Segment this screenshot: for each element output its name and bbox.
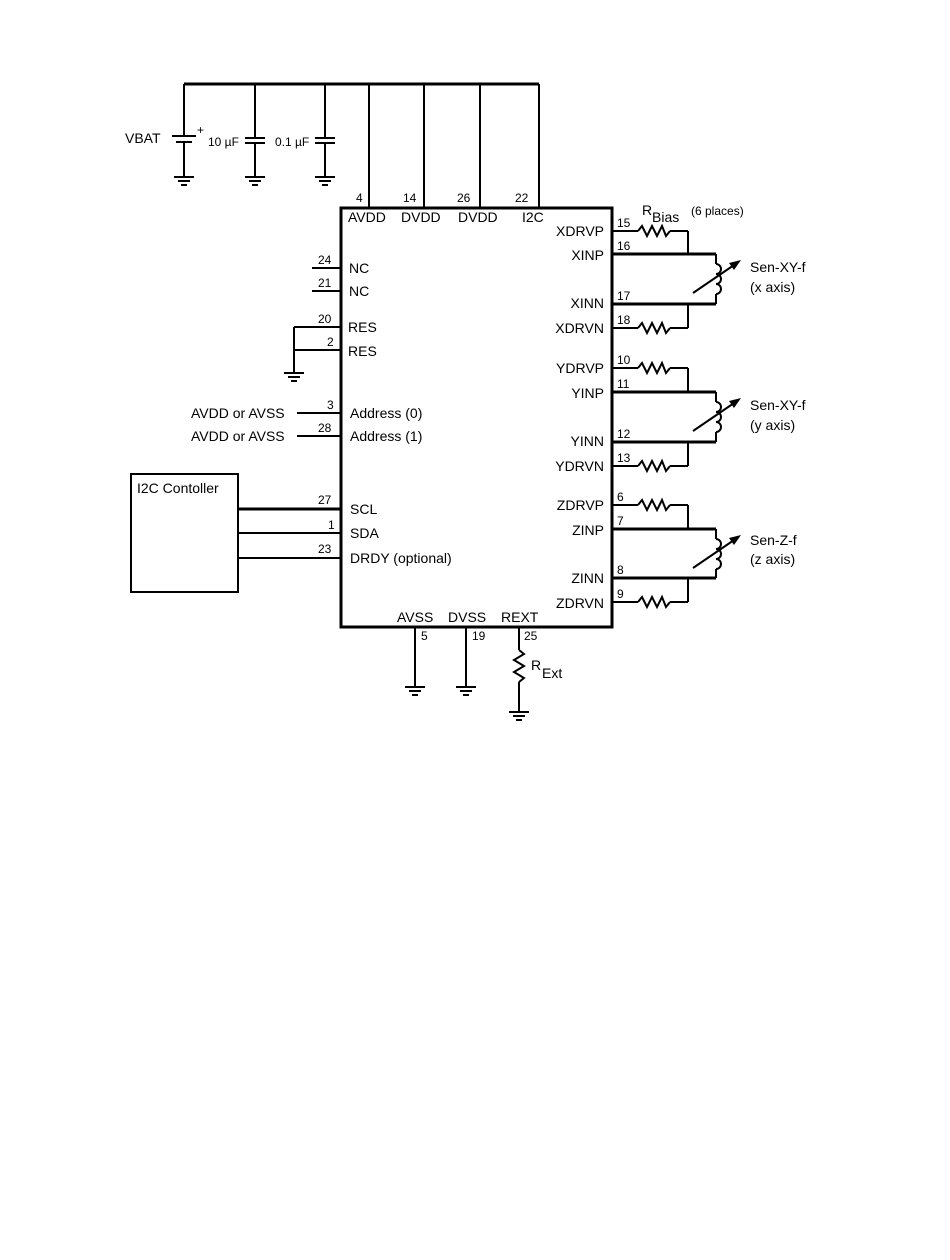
- pin-number: 28: [318, 421, 332, 435]
- sensor-name: Sen-Z-f: [750, 532, 797, 548]
- pin-number: 3: [327, 398, 334, 412]
- sensor-axis: (x axis): [750, 279, 795, 295]
- supply-network: VBAT + 10 µF 0.1 µF: [125, 82, 540, 208]
- pin-number: 6: [617, 490, 624, 504]
- pin-name: YINN: [571, 433, 604, 449]
- pin-number: 13: [617, 451, 631, 465]
- pin-name: DVDD: [401, 209, 441, 225]
- i2c-controller-box: [130, 473, 239, 593]
- pin-name: Address (1): [350, 428, 422, 444]
- pin-name: ZDRVP: [557, 497, 604, 513]
- pin-name: XINP: [571, 247, 604, 263]
- pin-number: 22: [515, 191, 529, 205]
- address-tie-label: AVDD or AVSS: [191, 405, 285, 421]
- rext-r: R: [531, 657, 541, 673]
- pin-number: 17: [617, 289, 631, 303]
- ic-body: [339, 206, 614, 629]
- ground-icon: [405, 686, 425, 696]
- sensor-axis: (z axis): [750, 551, 795, 567]
- i2c-controller-label: I2C Contoller: [137, 480, 219, 496]
- ground-icon: [456, 686, 476, 696]
- pin-number: 8: [617, 563, 624, 577]
- pin-number: 1: [328, 518, 335, 532]
- pin-number: 23: [318, 542, 332, 556]
- plus-label: +: [197, 123, 204, 137]
- sensor-name: Sen-XY-f: [750, 259, 806, 275]
- top-pins: 4 14 26 22 AVDD DVDD DVDD I2C: [348, 191, 544, 225]
- pin-name: ZINP: [572, 522, 604, 538]
- pin-name: YDRVN: [555, 458, 604, 474]
- pin-name: DVDD: [458, 209, 498, 225]
- pin-number: 16: [617, 239, 631, 253]
- z-axis-bridge: 6 7 8 9 ZDRVP ZINP ZINN ZDRVN Sen-Z-f (z…: [556, 490, 797, 611]
- pin-name: NC: [349, 260, 369, 276]
- pin-number: 21: [318, 276, 332, 290]
- pin-name: I2C: [522, 209, 544, 225]
- vbat-label: VBAT: [125, 130, 161, 146]
- ground-icon: [245, 176, 265, 186]
- pin-name: AVDD: [348, 209, 386, 225]
- pin-number: 11: [617, 377, 630, 391]
- address-tie-label: AVDD or AVSS: [191, 428, 285, 444]
- pin-name: DVSS: [448, 609, 486, 625]
- pin-name: AVSS: [397, 609, 433, 625]
- left-pins: 24 21 NC NC 20 2 RES RES AVDD or AVSS AV…: [191, 253, 452, 566]
- y-axis-bridge: 10 11 12 13 YDRVP YINP YINN YDRVN Sen-XY…: [555, 353, 805, 474]
- pin-number: 10: [617, 353, 631, 367]
- pin-name: YINP: [571, 385, 604, 401]
- pin-number: 19: [472, 629, 486, 643]
- pin-number: 15: [617, 216, 631, 230]
- pin-number: 9: [617, 587, 624, 601]
- pin-name: NC: [349, 283, 369, 299]
- ground-icon: [174, 176, 194, 186]
- ground-icon: [315, 176, 335, 186]
- pin-name: YDRVP: [556, 360, 604, 376]
- pin-name: Address (0): [350, 405, 422, 421]
- pin-name: SCL: [350, 501, 377, 517]
- pin-name: REXT: [501, 609, 539, 625]
- rext-sub: Ext: [542, 665, 562, 681]
- pin-number: 20: [318, 312, 332, 326]
- pin-number: 4: [356, 191, 363, 205]
- ground-icon: [284, 372, 304, 382]
- pin-name: XDRVN: [555, 320, 604, 336]
- pin-name: DRDY (optional): [350, 550, 452, 566]
- pin-number: 5: [421, 629, 428, 643]
- rbias-label-group: R Bias (6 places): [642, 202, 744, 225]
- pin-name: ZDRVN: [556, 595, 604, 611]
- pin-number: 2: [327, 335, 334, 349]
- pin-number: 18: [617, 313, 631, 327]
- pin-name: ZINN: [571, 570, 604, 586]
- rbias-note: (6 places): [691, 204, 744, 218]
- bottom-pins: AVSS DVSS REXT 5 19 25 R Ext: [397, 609, 562, 721]
- ground-icon: [509, 711, 529, 721]
- pin-name: RES: [348, 319, 377, 335]
- sensor-name: Sen-XY-f: [750, 397, 806, 413]
- pin-name: RES: [348, 343, 377, 359]
- pin-number: 27: [318, 493, 332, 507]
- pin-number: 12: [617, 427, 631, 441]
- rbias-r: R: [642, 202, 652, 218]
- sensor-axis: (y axis): [750, 417, 795, 433]
- pin-name: XDRVP: [556, 223, 604, 239]
- cap1-label: 10 µF: [208, 135, 239, 149]
- pin-name: SDA: [350, 525, 379, 541]
- pin-number: 7: [617, 514, 624, 528]
- pin-number: 25: [524, 629, 538, 643]
- cap2-label: 0.1 µF: [275, 135, 309, 149]
- rbias-sub: Bias: [652, 209, 679, 225]
- pin-name: XINN: [571, 295, 604, 311]
- pin-number: 24: [318, 253, 332, 267]
- x-axis-bridge: 15 16 17 18 XDRVP XINP XINN XDRVN Sen-XY…: [555, 216, 805, 336]
- pin-number: 26: [457, 191, 471, 205]
- pin-number: 14: [403, 191, 417, 205]
